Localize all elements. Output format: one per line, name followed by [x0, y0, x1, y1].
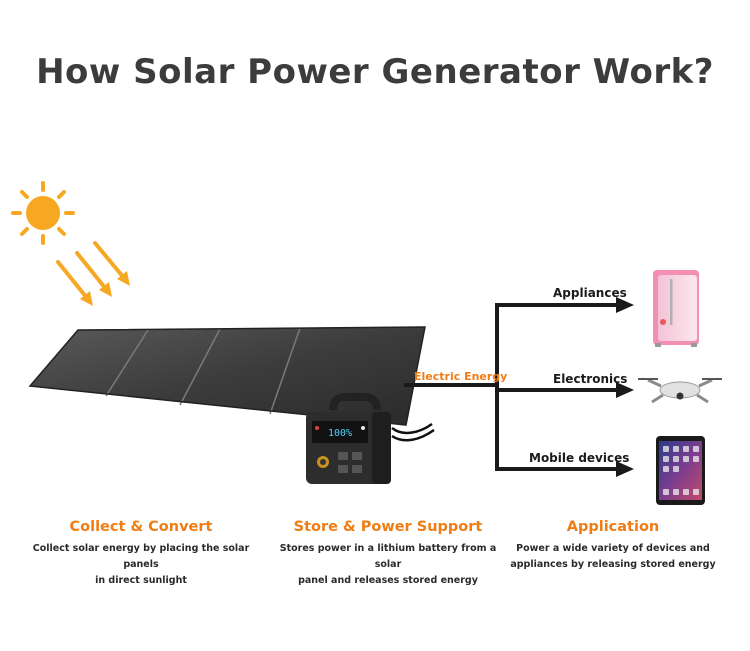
step-collect-convert: Collect & Convert Collect solar energy b…	[21, 519, 261, 589]
step-line: appliances by releasing stored energy	[510, 559, 716, 570]
power-station: 100%	[306, 393, 391, 484]
step-line: panel and releases stored energy	[298, 575, 478, 586]
step-line: in direct sunlight	[95, 575, 187, 586]
electric-energy-label: Electric Energy	[414, 370, 508, 383]
step-title: Collect & Convert	[69, 519, 213, 535]
branch-label-electronics: Electronics	[553, 372, 628, 386]
step-description: Stores power in a lithium battery from a…	[268, 541, 508, 589]
step-store-power-support: Store & Power Support Stores power in a …	[268, 519, 508, 589]
step-title: Store & Power Support	[293, 519, 483, 535]
tablet-icon	[656, 436, 705, 505]
step-title: Application	[566, 519, 660, 535]
sunlight-arrows-icon	[56, 241, 130, 306]
drone-icon	[638, 378, 722, 404]
mini-fridge-icon	[653, 270, 699, 347]
step-line: Power a wide variety of devices and	[516, 543, 710, 554]
solar-panel	[28, 326, 435, 442]
step-line: Collect solar energy by placing the sola…	[32, 543, 250, 570]
generator-display: 100%	[328, 428, 352, 439]
branch-label-mobile-devices: Mobile devices	[529, 451, 630, 465]
step-description: Power a wide variety of devices and appli…	[493, 541, 733, 573]
sun-icon	[11, 181, 75, 245]
page-title: How Solar Power Generator Work?	[36, 52, 714, 92]
branch-label-appliances: Appliances	[553, 286, 627, 300]
step-description: Collect solar energy by placing the sola…	[21, 541, 261, 589]
step-application: Application Power a wide variety of devi…	[493, 519, 733, 573]
energy-flow-arrows	[404, 297, 634, 477]
step-line: Stores power in a lithium battery from a…	[279, 543, 497, 570]
